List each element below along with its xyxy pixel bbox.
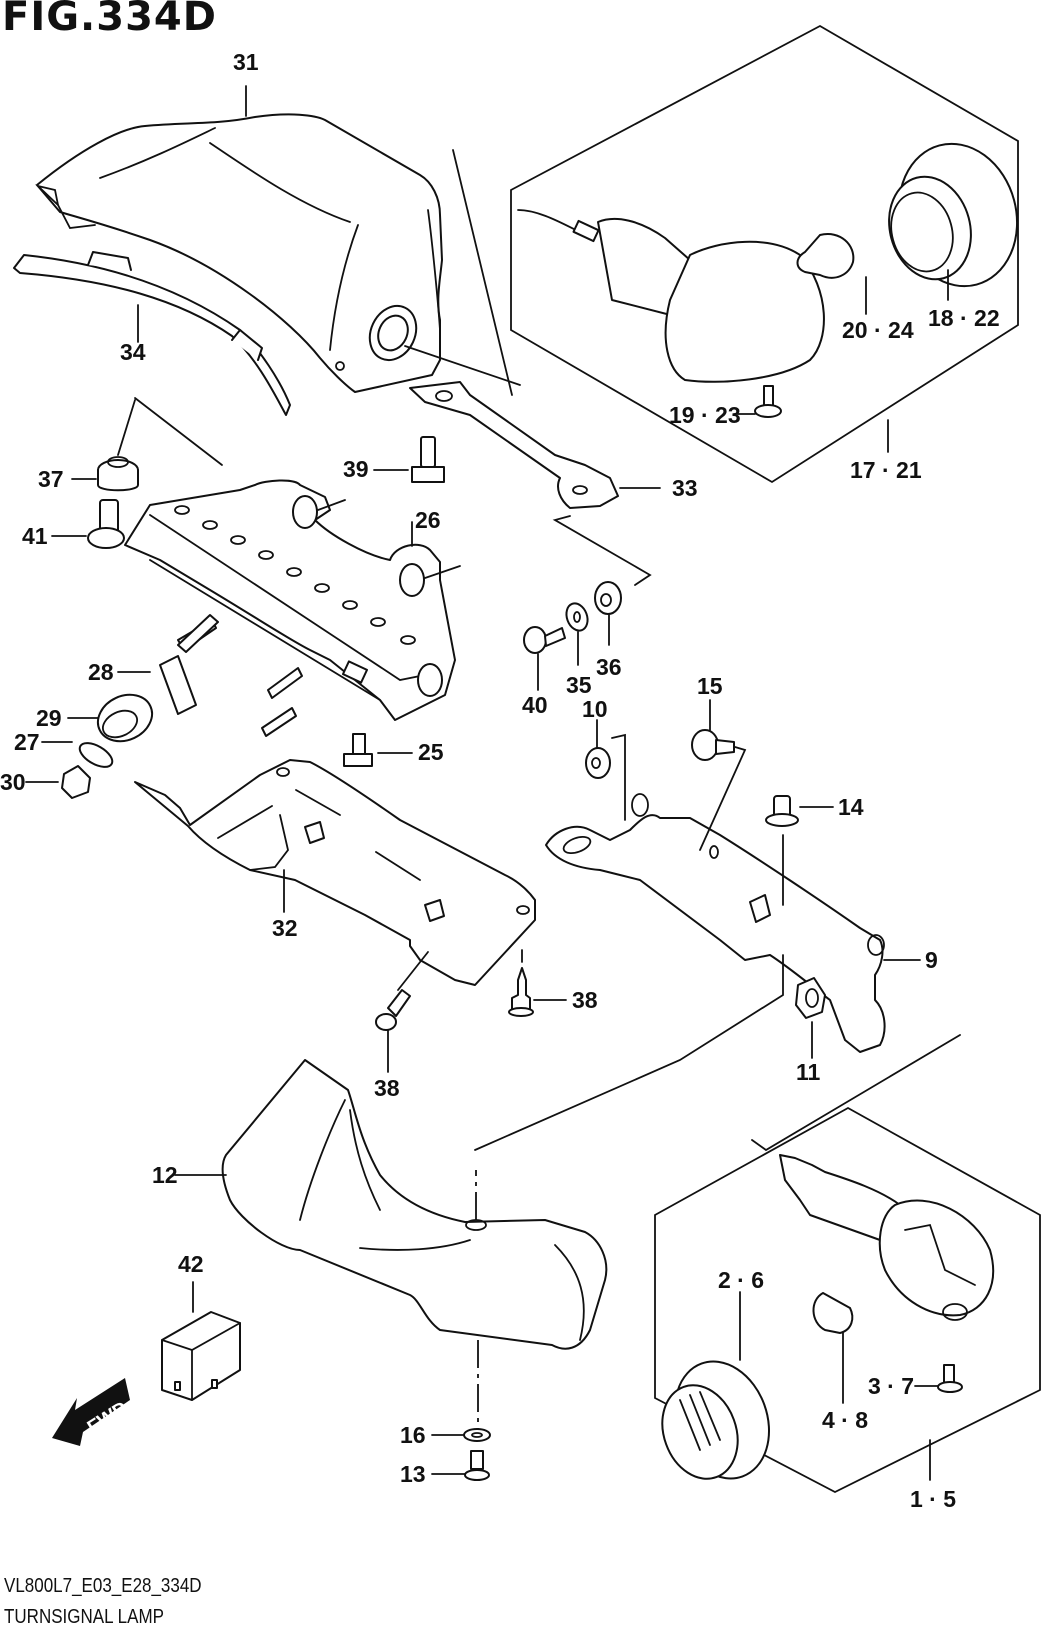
rear-fender-cover-drawing	[34, 85, 521, 393]
callout-35[interactable]: 35	[566, 672, 592, 698]
fwd-arrow: FWD	[52, 1378, 132, 1446]
callout-39[interactable]: 39	[343, 456, 369, 482]
front-lamp-bracket-drawing	[474, 733, 921, 1151]
trim-strip-drawing	[13, 251, 291, 416]
callout-31[interactable]: 31	[233, 49, 259, 75]
callout-37[interactable]: 37	[38, 466, 64, 492]
front-turnsignal-box	[654, 1034, 1041, 1494]
relay-drawing	[161, 1281, 241, 1401]
front-cover-drawing	[174, 1059, 608, 1430]
model-code: VL800L7_E03_E28_334D	[4, 1575, 202, 1597]
callout-14[interactable]: 14	[838, 794, 864, 820]
figure-caption: TURNSIGNAL LAMP	[4, 1606, 164, 1628]
callout-34[interactable]: 34	[120, 339, 146, 365]
callout-16[interactable]: 16	[400, 1422, 426, 1448]
callout-25[interactable]: 25	[418, 739, 444, 765]
callout-38-left[interactable]: 38	[374, 1075, 400, 1101]
callout-32[interactable]: 32	[272, 915, 298, 941]
rear-turnsignal-box	[452, 24, 1019, 484]
callout-9[interactable]: 9	[925, 947, 938, 973]
small-parts-left	[25, 399, 445, 799]
callout-40[interactable]: 40	[522, 692, 548, 718]
figure-title: FIG.334D	[2, 0, 217, 40]
callout-3-7[interactable]: 3 · 7	[868, 1373, 915, 1399]
callout-13[interactable]: 13	[400, 1461, 426, 1487]
callout-42[interactable]: 42	[178, 1251, 204, 1277]
callout-41[interactable]: 41	[22, 523, 48, 549]
callout-29[interactable]: 29	[36, 705, 62, 731]
callout-19-23[interactable]: 19 · 23	[669, 402, 741, 428]
callout-33[interactable]: 33	[672, 475, 698, 501]
callout-26[interactable]: 26	[415, 507, 441, 533]
callout-18-22[interactable]: 18 · 22	[928, 305, 1000, 331]
callout-27[interactable]: 27	[14, 729, 40, 755]
callout-10[interactable]: 10	[582, 696, 608, 722]
callout-1-5[interactable]: 1 · 5	[910, 1486, 957, 1512]
callout-17-21[interactable]: 17 · 21	[850, 457, 922, 483]
fastener-set-40-35-36	[523, 581, 622, 691]
callout-36[interactable]: 36	[596, 654, 622, 680]
callout-38-right[interactable]: 38	[572, 987, 598, 1013]
callout-15[interactable]: 15	[697, 673, 723, 699]
bracket-stay-drawing	[409, 381, 661, 586]
callout-28[interactable]: 28	[88, 659, 114, 685]
callout-30[interactable]: 30	[0, 769, 26, 795]
callout-4-8[interactable]: 4 · 8	[822, 1407, 869, 1433]
fastener-set-10-15-14-11	[585, 699, 834, 1059]
callout-12[interactable]: 12	[152, 1162, 178, 1188]
fastener-set-16-13	[431, 1428, 491, 1481]
callout-11[interactable]: 11	[796, 1059, 821, 1085]
callout-2-6[interactable]: 2 · 6	[718, 1267, 765, 1293]
callout-20-24[interactable]: 20 · 24	[842, 317, 914, 343]
rear-bracket-cover-drawing	[134, 759, 567, 1073]
